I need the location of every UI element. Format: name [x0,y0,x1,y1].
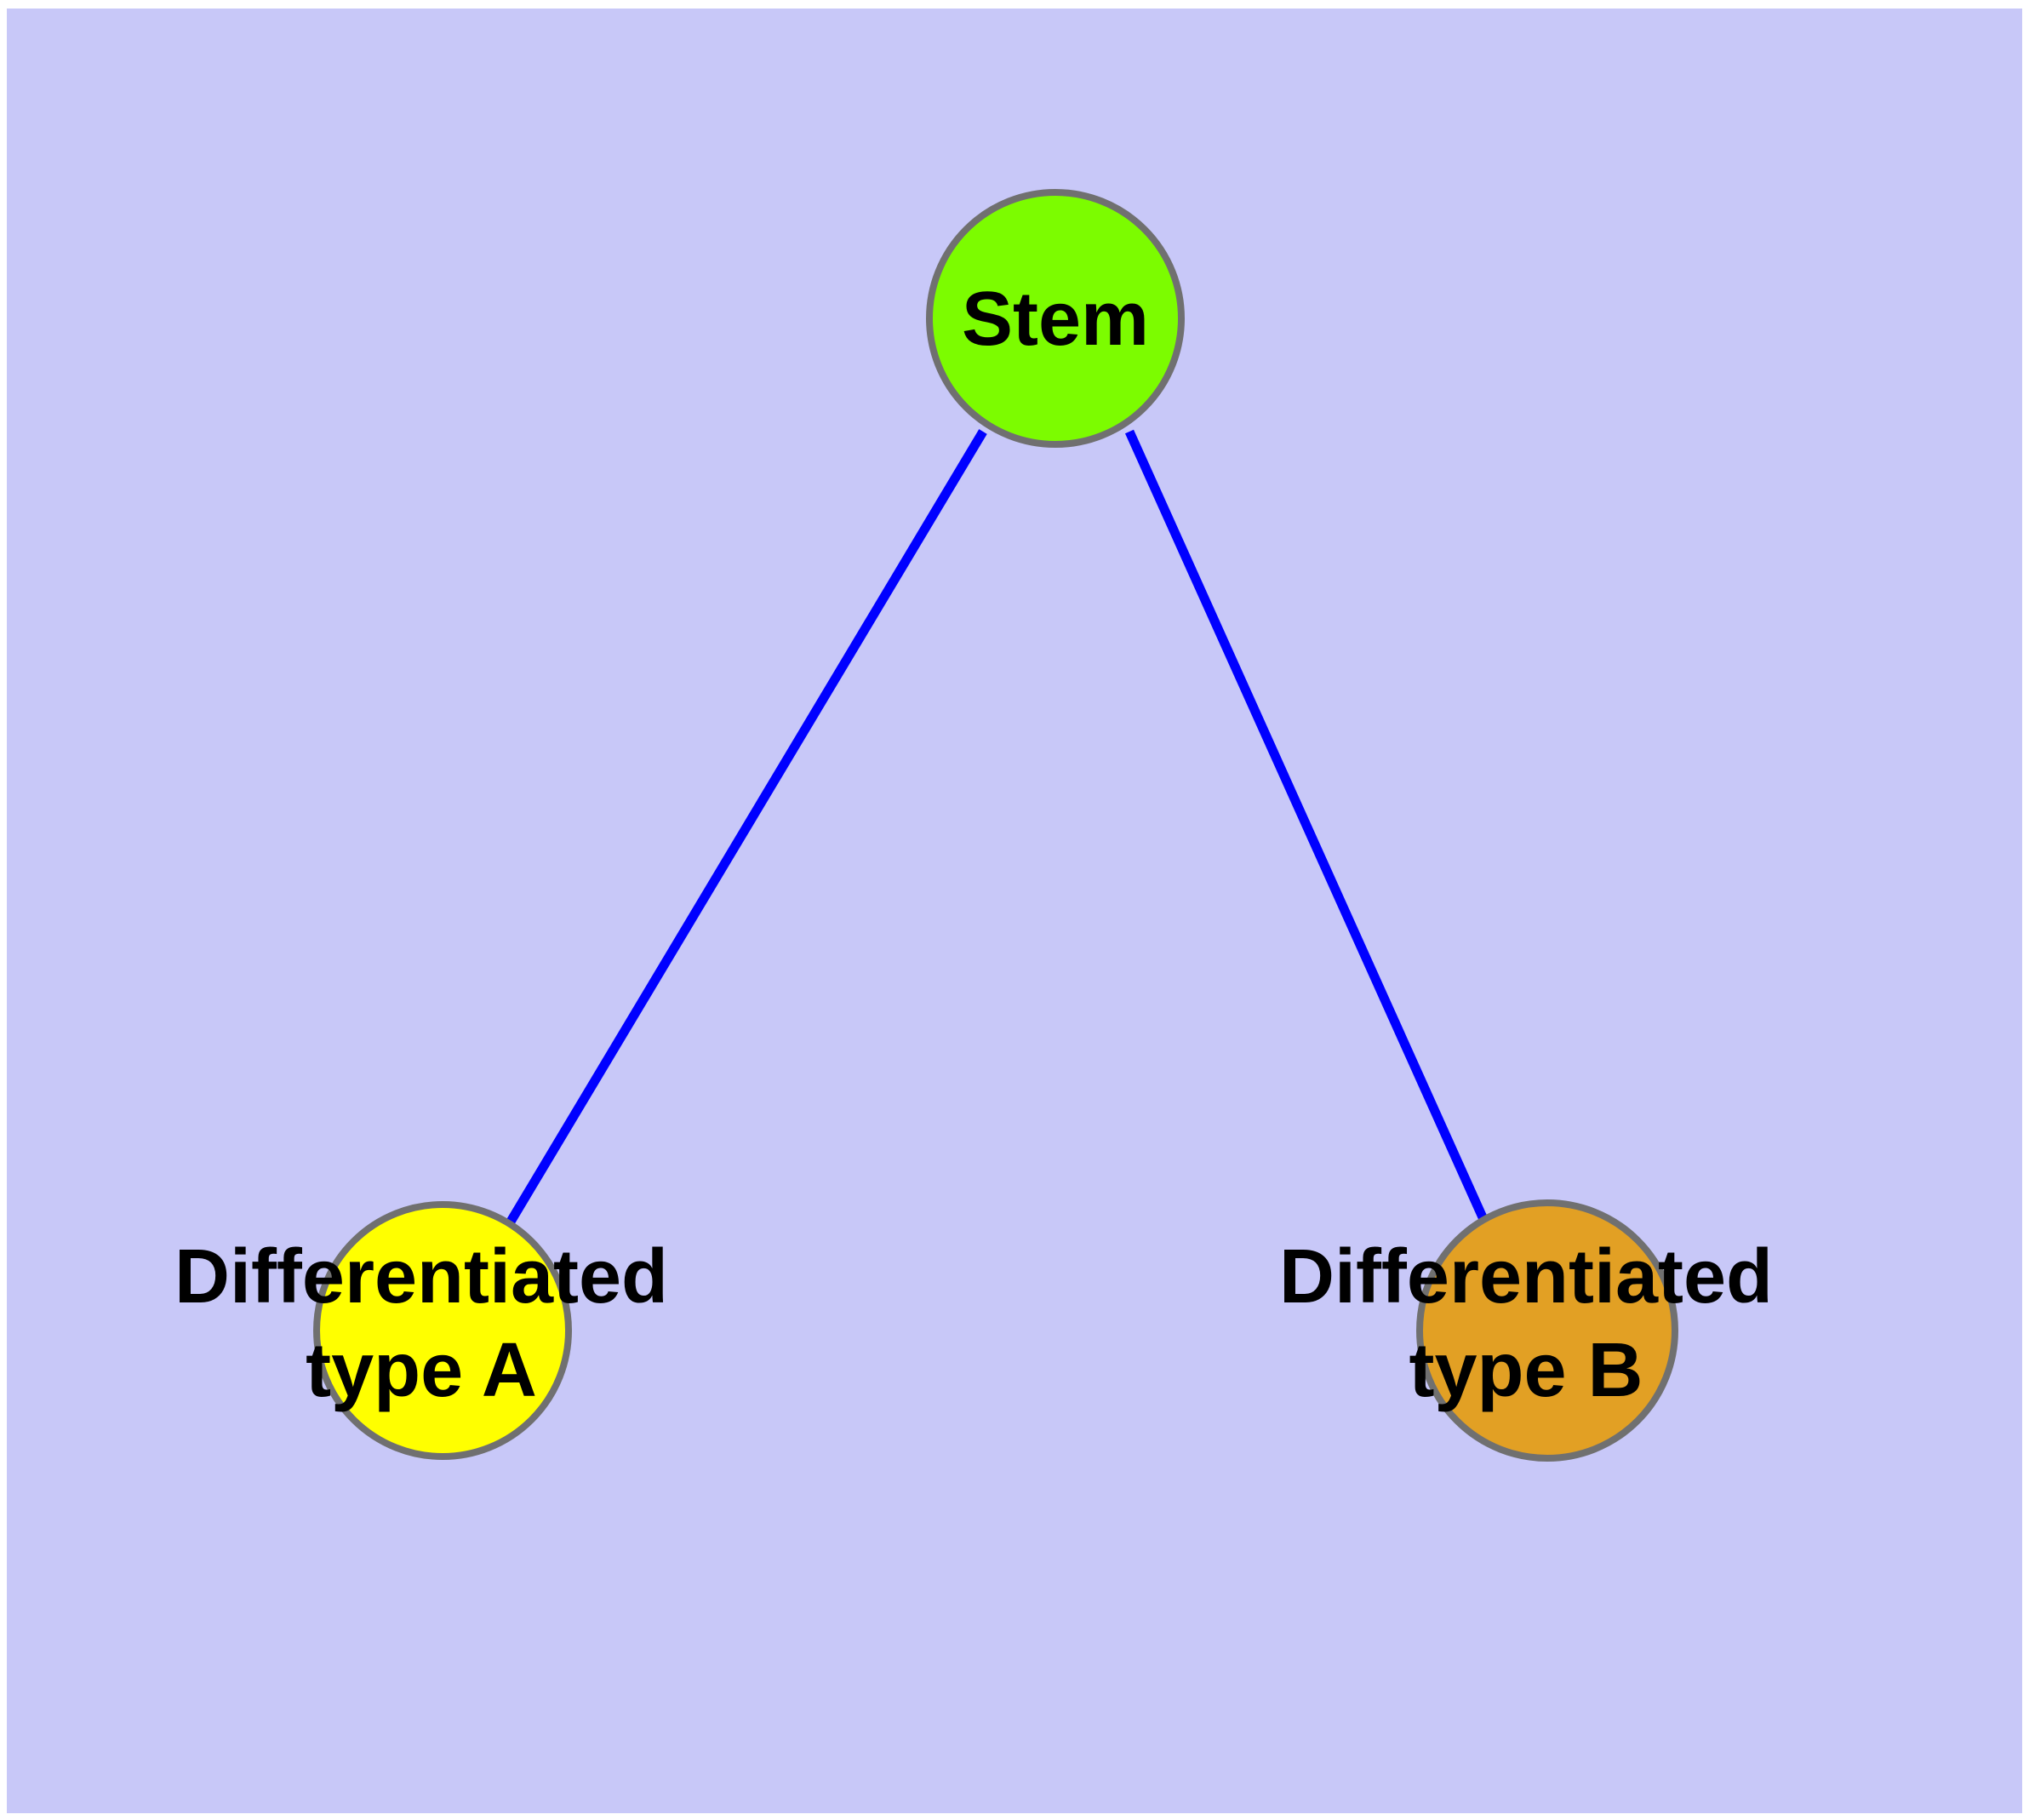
edge-layer [506,429,1488,1224]
edge-stem-to-differentiated-type-b[interactable] [1124,429,1488,1220]
node-stem[interactable] [926,189,1185,448]
node-differentiated-type-b[interactable] [1416,1199,1678,1462]
label-layer: Stem Differentiated type A Differentiate… [174,277,1773,1413]
node-label-stem: Stem [962,277,1149,362]
node-differentiated-type-a[interactable] [313,1201,572,1460]
node-label-differentiated-type-a-line2: type A [306,1328,537,1413]
node-label-differentiated-type-b-line1: Differentiated [1279,1234,1773,1319]
node-layer [313,189,1678,1462]
edge-stem-to-differentiated-type-a[interactable] [506,429,987,1224]
node-label-differentiated-type-b-line2: type B [1409,1328,1643,1413]
node-label-differentiated-type-a-line1: Differentiated [174,1234,668,1319]
